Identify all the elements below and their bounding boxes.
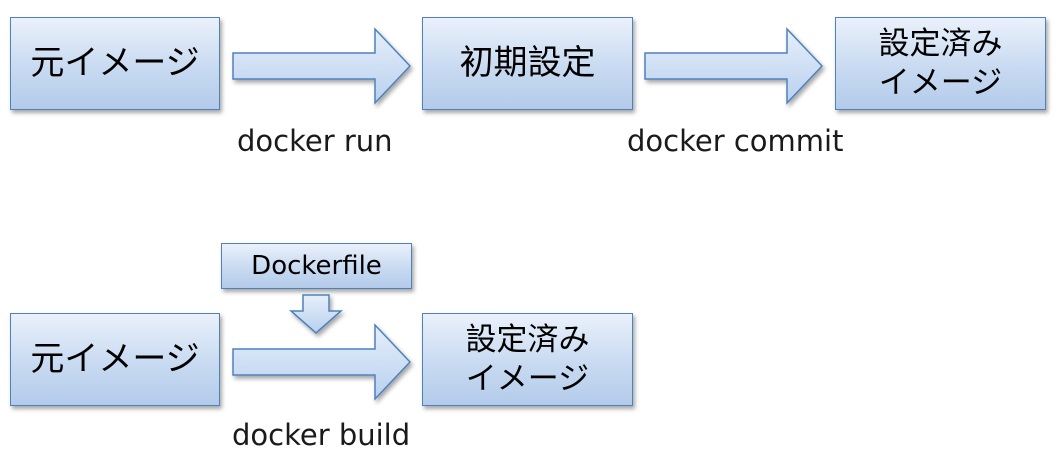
source-image-box: 元イメージ: [10, 17, 220, 110]
source-image-box-2: 元イメージ: [10, 313, 220, 406]
dockerfile-label: Dockerfile: [251, 251, 382, 281]
configured-image-box: 設定済み イメージ: [835, 17, 1046, 110]
initial-setup-box: 初期設定: [422, 17, 633, 110]
docker-run-label: docker run: [237, 124, 393, 158]
docker-run-arrow: [232, 27, 412, 105]
configured-image-label-line1: 設定済み: [878, 25, 1003, 62]
source-image-label-2: 元イメージ: [30, 339, 200, 380]
configured-image-label-2-line2: イメージ: [465, 360, 590, 397]
dockerfile-down-arrow: [289, 294, 343, 334]
docker-commit-label: docker commit: [627, 124, 844, 158]
configured-image-label-line2: イメージ: [878, 64, 1003, 101]
docker-build-label: docker build: [232, 418, 411, 452]
source-image-label: 元イメージ: [30, 43, 200, 84]
dockerfile-box: Dockerfile: [221, 243, 412, 289]
docker-build-arrow: [232, 323, 412, 401]
configured-image-box-2: 設定済み イメージ: [422, 313, 633, 406]
configured-image-label-2-line1: 設定済み: [465, 321, 590, 358]
initial-setup-label: 初期設定: [459, 43, 596, 84]
docker-commit-arrow: [644, 27, 824, 105]
